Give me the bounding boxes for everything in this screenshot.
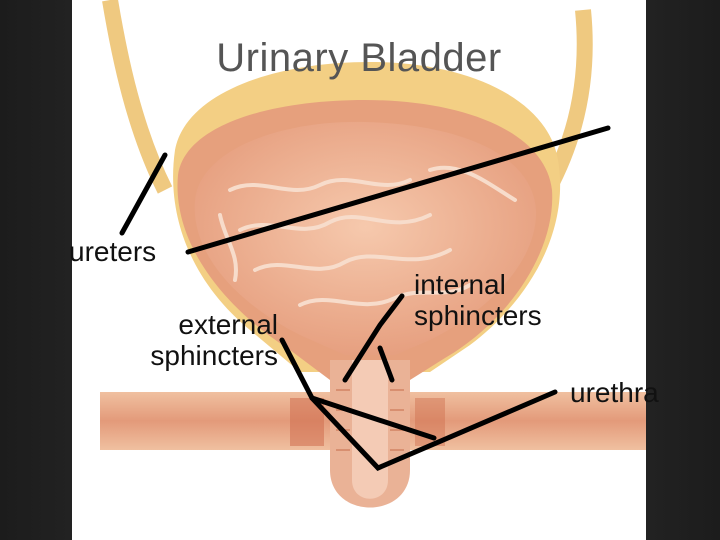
slide-title: Urinary Bladder [216, 36, 502, 80]
ureters-leader-right [185, 125, 611, 255]
label-ureters: ureters [69, 236, 157, 267]
external-sphincters-branch [309, 395, 437, 441]
label-internal-sphincters: internal sphincters [414, 269, 542, 331]
bladder-lumen [194, 121, 537, 355]
internal-sphincters-leader [342, 293, 405, 383]
label-internal-line1: internal [414, 269, 506, 300]
leader-lines [119, 125, 611, 471]
label-urethra: urethra [570, 377, 659, 408]
external-sphincters-leader [279, 337, 558, 471]
internal-sphincters-branch [377, 345, 395, 383]
label-internal-line2: sphincters [414, 300, 542, 331]
label-external-sphincters: external sphincters [100, 309, 278, 371]
left-ureter [102, 0, 173, 194]
mucosal-folds [218, 165, 517, 307]
ureters-leader-left [119, 152, 168, 236]
label-external-line1: external [178, 309, 278, 340]
label-external-line2: sphincters [150, 340, 278, 371]
